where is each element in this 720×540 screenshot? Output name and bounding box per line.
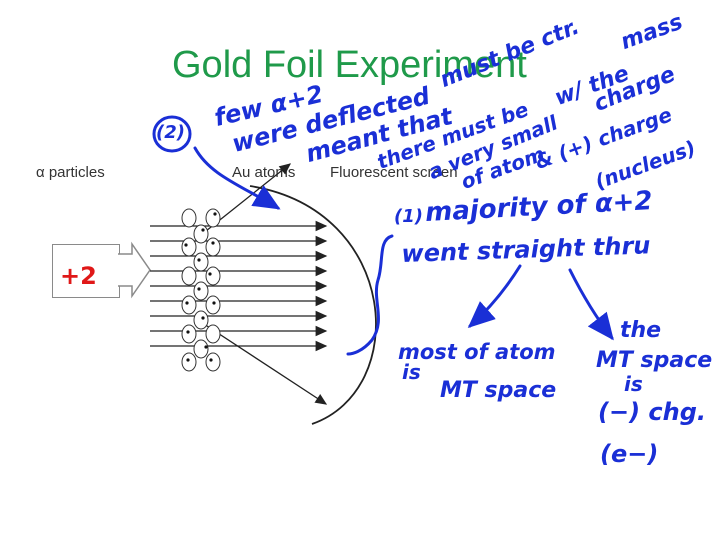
gold-atom [193,281,209,301]
alpha-beam [150,163,328,405]
curly-brace [346,234,394,356]
note-is-2: is [624,372,643,396]
note-negative-charge: (−) chg. [598,398,707,426]
note-marker-two: (2) [156,122,185,143]
source-arrow [118,241,151,299]
note-the: the [620,318,662,343]
gold-atom [205,324,221,344]
gold-atom [181,352,197,372]
arrow-to-result-2 [568,268,614,341]
note-marker-one: (1) [394,206,423,227]
gold-atom [193,252,209,272]
gold-atom [193,339,209,359]
gold-nuclei [184,212,217,362]
alpha-source-box [52,244,120,298]
fluorescent-screen-arc [249,185,377,425]
pointer-arrow [193,146,281,210]
nucleus-dot [186,330,190,334]
gold-atom [181,295,197,315]
gold-atom [205,266,221,286]
nucleus-dot [185,301,189,305]
gold-atom [181,266,197,286]
gold-atom [205,208,221,228]
nucleus-dot [204,345,208,349]
nucleus-dot [201,228,205,232]
gold-atom [181,324,197,344]
nucleus-dot [208,272,212,276]
gold-atom [205,352,221,372]
circle-marker [152,115,192,153]
fluorescent-screen-label: Fluorescent screen [330,164,458,181]
gold-foil [181,208,221,372]
note-most-of-atom: most of atom [398,340,556,364]
gold-atom [181,208,197,228]
nucleus-dot [197,258,201,262]
slide-title: Gold Foil Experiment [172,44,527,86]
note-electron: (e−) [600,440,659,468]
arrow-to-result-1 [467,264,522,328]
note-mt-space-2: MT space [596,348,713,373]
nucleus-dot [201,316,205,320]
gold-atom [205,295,221,315]
gold-atom [205,237,221,257]
gold-atom [193,224,209,244]
alpha-particles-label: α particles [36,164,105,181]
deflected-ray [203,323,328,405]
nucleus-dot [212,301,216,305]
nucleus-dot [186,358,190,362]
gold-atom [181,237,197,257]
note-mt-space-1: MT space [440,378,557,403]
source-charge-label: +2 [60,262,97,290]
note-is-1: is [402,360,421,384]
annotation-strokes [152,115,614,356]
nucleus-dot [209,358,213,362]
gold-atom [193,310,209,330]
nucleus-dot [197,287,201,291]
nucleus-dot [184,243,188,247]
nucleus-dot [211,241,215,245]
nucleus-dot [213,212,217,216]
